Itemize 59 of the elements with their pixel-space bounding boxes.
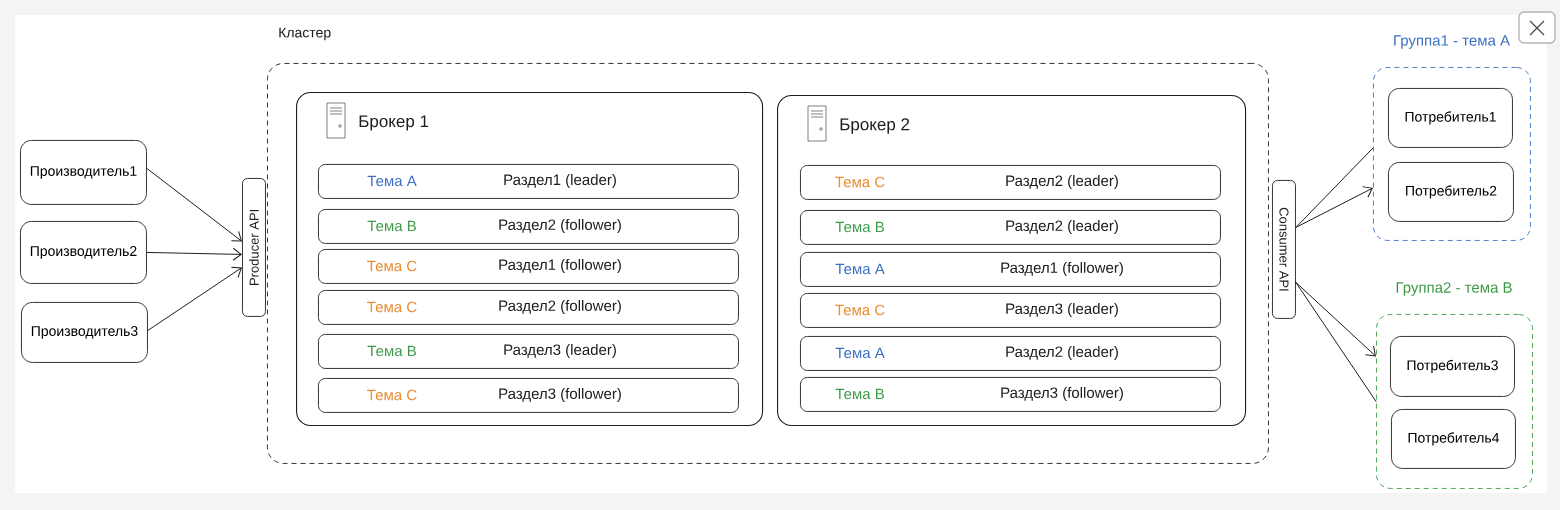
partition-box xyxy=(800,336,1221,371)
partition-label: Раздел2 (leader) xyxy=(1006,346,1118,360)
arrow xyxy=(1295,186,1373,228)
topic-label: Тема B xyxy=(835,221,884,233)
topic-label: Тема A xyxy=(367,175,417,187)
arrow xyxy=(146,167,242,242)
topic-label: Тема B xyxy=(367,220,416,232)
partition-box xyxy=(800,252,1221,287)
topic-label: Тема C xyxy=(367,260,417,272)
group-title: Группа2 - тема B xyxy=(1396,282,1512,296)
connector-line xyxy=(1295,147,1374,228)
partition-label: Раздел1 (leader) xyxy=(504,174,616,188)
connector-line xyxy=(1295,281,1377,402)
topic-label: Тема A xyxy=(835,347,885,359)
consumer-box: Потребитель2 xyxy=(1388,162,1514,222)
partition-label: Раздел2 (leader) xyxy=(1006,175,1118,189)
topic-label: Тема A xyxy=(835,263,885,275)
topic-label: Тема B xyxy=(835,388,884,400)
consumer-box: Потребитель4 xyxy=(1391,409,1516,469)
producer-box: Производитель2 xyxy=(20,221,147,284)
partition-box xyxy=(800,165,1221,200)
producer-box: Производитель1 xyxy=(20,140,147,205)
partition-label: Раздел1 (follower) xyxy=(499,259,621,273)
topic-label: Тема C xyxy=(835,176,885,188)
api-box: Consumer API xyxy=(1272,180,1296,319)
producer-box: Производитель3 xyxy=(21,302,148,363)
partition-box xyxy=(318,378,739,413)
broker-box xyxy=(296,92,764,427)
partition-label: Раздел3 (leader) xyxy=(1006,303,1118,317)
partition-box xyxy=(800,293,1221,328)
partition-label: Раздел3 (follower) xyxy=(1001,387,1123,401)
group-title: Группа1 - тема A xyxy=(1394,35,1510,49)
partition-box xyxy=(318,249,739,284)
broker-title: Брокер 2 xyxy=(840,118,910,134)
partition-label: Раздел3 (leader) xyxy=(504,344,616,358)
topic-label: Тема C xyxy=(835,304,885,316)
consumer-box: Потребитель1 xyxy=(1388,88,1513,148)
partition-box xyxy=(318,164,739,199)
api-box: Producer API xyxy=(242,178,266,317)
topic-label: Тема C xyxy=(367,389,417,401)
topic-label: Тема B xyxy=(367,345,416,357)
arrow xyxy=(147,266,242,331)
broker-box xyxy=(777,95,1247,427)
partition-label: Раздел3 (follower) xyxy=(499,388,621,402)
partition-label: Раздел1 (follower) xyxy=(1001,262,1123,276)
arrow xyxy=(146,247,242,261)
partition-box xyxy=(318,290,739,325)
partition-box xyxy=(800,210,1221,245)
arrow xyxy=(1295,281,1376,357)
partition-label: Раздел2 (leader) xyxy=(1006,220,1118,234)
broker-title: Брокер 1 xyxy=(359,115,429,131)
partition-box xyxy=(318,209,739,244)
partition-box xyxy=(318,334,739,369)
partition-box xyxy=(800,377,1221,412)
partition-label: Раздел2 (follower) xyxy=(499,300,621,314)
consumer-box: Потребитель3 xyxy=(1390,336,1515,397)
cluster-title: Кластер xyxy=(279,27,331,41)
topic-label: Тема C xyxy=(367,301,417,313)
partition-label: Раздел2 (follower) xyxy=(499,219,621,233)
